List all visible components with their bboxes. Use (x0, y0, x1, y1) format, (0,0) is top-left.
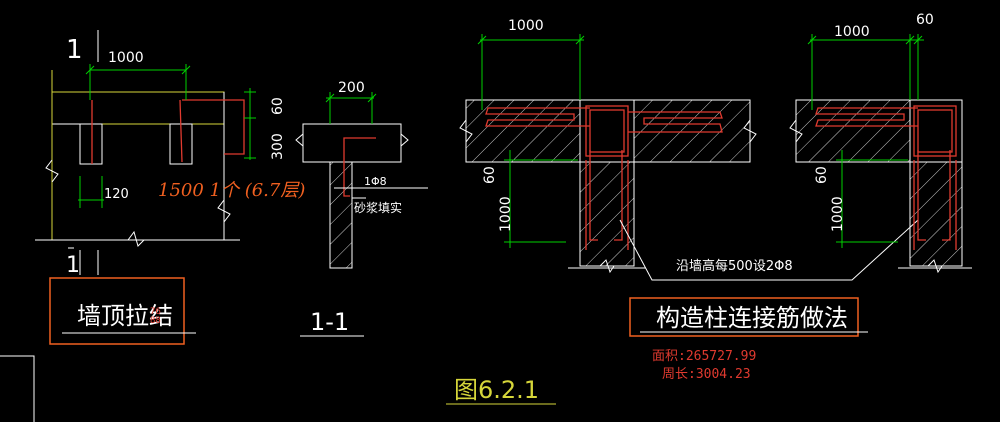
title-right: 构造柱连接筋做法 (656, 304, 848, 332)
faint-text-1: 76 (150, 307, 161, 317)
dim-200-label: 200 (338, 80, 365, 96)
mortar-note: 砂浆填实 (354, 200, 402, 215)
wall-top-tie-detail: 1 1 1000 60 300 120 1500 1个 (6.7层) 墙顶拉结 … (35, 30, 305, 345)
dim-v1-middle: 60 (482, 166, 498, 184)
leader-note: 沿墙高每500设2Φ8 (676, 258, 793, 274)
area-text: 面积:265727.99 (652, 349, 756, 364)
svg-text:1: 1 (66, 253, 80, 278)
section-label: 1-1 (310, 308, 349, 336)
dim-v2-label: 300 (270, 133, 286, 160)
dim-v1-label: 60 (270, 97, 286, 115)
figure-label: 图6.2.1 (454, 376, 539, 404)
dim-v2-right: 1000 (830, 196, 846, 232)
dim-width-right: 1000 (834, 24, 870, 40)
wall-top-beam-outline (51, 91, 225, 125)
dim-top-right: 60 (916, 12, 934, 28)
faint-text-2: 88 (150, 316, 161, 326)
dim-v1-right: 60 (814, 166, 830, 184)
perimeter-text: 周长:3004.23 (662, 367, 751, 382)
pier-left (79, 123, 103, 165)
title-left: 墙顶拉结 (77, 302, 173, 330)
dim-offset-label: 120 (104, 187, 129, 202)
dim-width-middle: 1000 (508, 18, 544, 34)
rebar-label-1-1: 1Φ8 (364, 175, 387, 188)
dim-width-label: 1000 (108, 50, 144, 66)
title-box-left (49, 277, 185, 345)
column-connection-detail-middle: 1000 60 1000 沿墙高每500设2Φ8 (459, 18, 919, 281)
section-1-1: 1Φ8 砂浆填实 200 1-1 (295, 80, 428, 337)
title-box-right (629, 297, 859, 337)
title-right-block: 构造柱连接筋做法 面积:265727.99 周长:3004.23 (629, 297, 868, 382)
markup-note: 1500 1个 (6.7层) (158, 180, 305, 201)
dim-v2-middle: 1000 (498, 196, 514, 232)
column-connection-detail-right: 1000 60 60 1000 (789, 12, 972, 274)
edge-fragment (0, 355, 35, 422)
grid-label: 1 (66, 35, 83, 65)
